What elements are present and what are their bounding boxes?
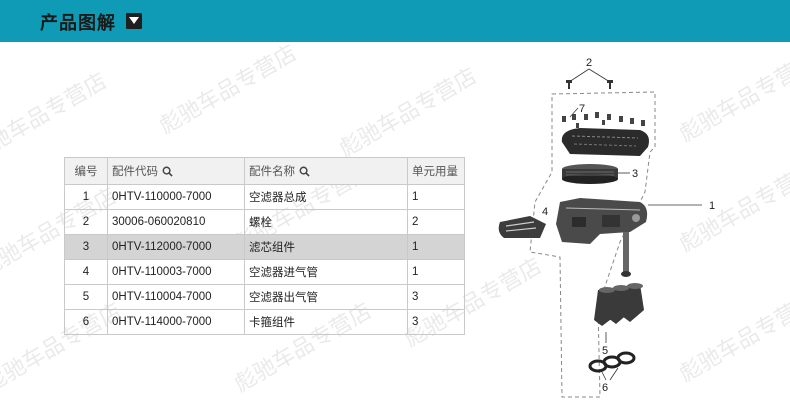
watermark: 彪驰车品专营店 [0,68,112,168]
column-header-label: 配件名称 [249,166,295,178]
callout-2: 2 [586,57,592,69]
cell-qty: 1 [407,184,465,210]
table-row[interactable]: 5 0HTV-110004-7000 空滤器出气管 3 [64,284,465,310]
cell-code: 0HTV-110004-7000 [107,284,245,310]
cell-code: 0HTV-112000-7000 [107,234,245,260]
column-header-label: 单元用量 [412,166,458,178]
cell-code: 0HTV-114000-7000 [107,309,245,335]
screw-icons [562,112,645,128]
search-icon[interactable] [162,166,173,177]
column-header-label: 编号 [74,166,98,178]
table-row[interactable]: 1 0HTV-110000-7000 空滤器总成 1 [64,184,465,210]
parts-table: 编号 配件代码 配件名称 单元用量 1 0HTV-110000-7000 空滤器… [64,157,465,335]
callout-7: 7 [579,103,585,115]
filter-element [562,164,618,184]
callout-4: 4 [542,206,548,218]
air-filter-housing [556,198,648,277]
cell-no: 2 [64,209,108,235]
outlet-pipes [594,283,644,326]
cell-qty: 1 [407,234,465,260]
search-icon[interactable] [299,166,310,177]
table-row[interactable]: 4 0HTV-110003-7000 空滤器进气管 1 [64,259,465,285]
table-row[interactable]: 2 30006-060020810 螺栓 2 [64,209,465,235]
table-header-row: 编号 配件代码 配件名称 单元用量 [64,157,465,185]
clamp-rings [588,351,636,373]
cell-no: 1 [64,184,108,210]
cell-qty: 1 [407,259,465,285]
column-header-name[interactable]: 配件名称 [244,157,408,185]
page-title: 产品图解 [40,13,116,34]
watermark: 彪驰车品专营店 [155,40,302,140]
cell-qty: 3 [407,284,465,310]
cell-name: 空滤器进气管 [244,259,408,285]
cell-code: 0HTV-110000-7000 [107,184,245,210]
column-header-qty: 单元用量 [407,157,465,185]
page-header: 产品图解 [0,0,790,42]
intake-duct [498,216,546,238]
callout-6: 6 [602,382,608,394]
cell-name: 空滤器总成 [244,184,408,210]
air-filter-cover [561,128,649,156]
diagram-boundary [529,91,656,398]
cell-name: 空滤器出气管 [244,284,408,310]
cell-name: 卡箍组件 [244,309,408,335]
cell-name: 滤芯组件 [244,234,408,260]
cell-name: 螺栓 [244,209,408,235]
exploded-parts-diagram: 1 2 7 3 [498,57,715,398]
caret-down-icon[interactable] [126,13,142,29]
cell-no: 3 [64,234,108,260]
cell-code: 30006-060020810 [107,209,245,235]
column-header-label: 配件代码 [112,166,158,178]
column-header-no: 编号 [64,157,108,185]
cell-code: 0HTV-110003-7000 [107,259,245,285]
callout-3: 3 [632,168,638,180]
bolt-icon [566,80,613,89]
watermark: 彪驰车品专营店 [335,63,482,163]
table-row[interactable]: 3 0HTV-112000-7000 滤芯组件 1 [64,234,465,260]
callout-1: 1 [709,200,715,212]
cell-no: 6 [64,309,108,335]
cell-no: 4 [64,259,108,285]
cell-qty: 3 [407,309,465,335]
callout-5: 5 [602,345,608,357]
cell-qty: 2 [407,209,465,235]
cell-no: 5 [64,284,108,310]
table-row[interactable]: 6 0HTV-114000-7000 卡箍组件 3 [64,309,465,335]
column-header-code[interactable]: 配件代码 [107,157,245,185]
